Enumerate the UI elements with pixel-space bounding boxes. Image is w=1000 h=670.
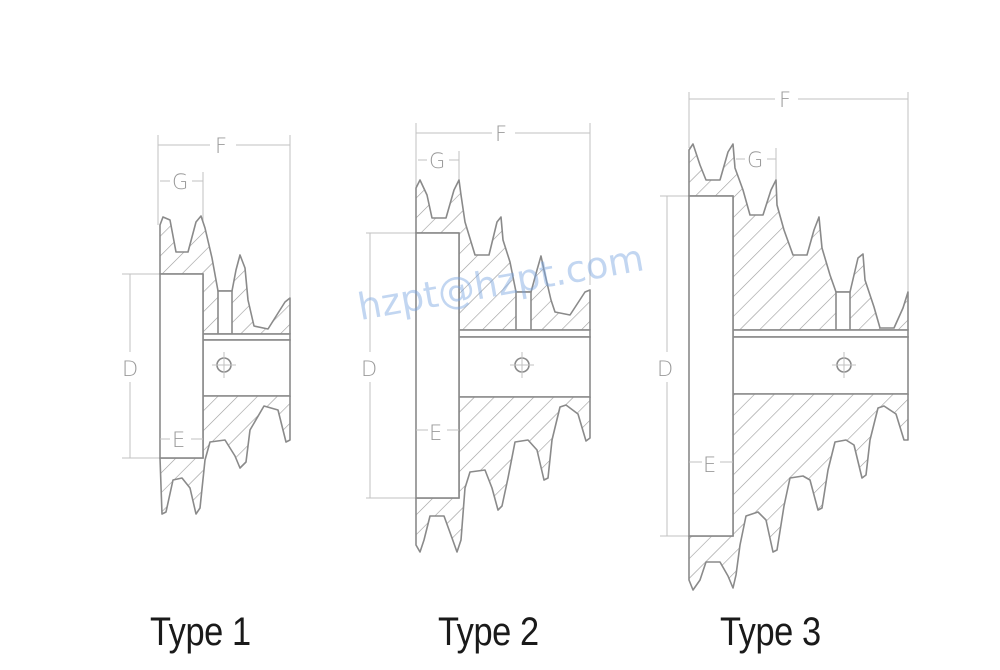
caption-type-3: Type 3 (720, 610, 821, 654)
caption-type-1: Type 1 (150, 610, 251, 654)
dimension-f: F (415, 122, 591, 285)
dimension-e: E (416, 421, 459, 445)
svg-text:D: D (361, 357, 377, 381)
svg-text:E: E (703, 453, 716, 477)
dimension-g: G (160, 170, 204, 222)
svg-text:G: G (429, 149, 445, 173)
dimension-f: F (688, 88, 909, 295)
svg-text:G: G (747, 148, 763, 172)
svg-text:E: E (172, 428, 185, 452)
dimension-d: D (657, 195, 689, 537)
dimension-f: F (157, 134, 291, 300)
dimension-g: G (736, 148, 777, 180)
dimension-d: D (361, 232, 416, 499)
dimension-e: E (689, 453, 733, 477)
type-3-pulley: F G D E (657, 88, 909, 591)
dimension-e: E (160, 428, 203, 452)
svg-text:D: D (657, 357, 673, 381)
dimension-g: G (418, 149, 460, 185)
type-2-pulley: F G D E (361, 122, 591, 553)
svg-text:G: G (172, 170, 188, 194)
svg-text:F: F (495, 122, 507, 146)
svg-text:F: F (779, 88, 791, 112)
svg-text:E: E (429, 421, 442, 445)
svg-text:D: D (122, 357, 138, 381)
dimension-d: D (122, 273, 160, 459)
type-1-pulley: F G D (122, 134, 291, 515)
svg-text:F: F (215, 134, 227, 158)
caption-type-2: Type 2 (438, 610, 539, 654)
